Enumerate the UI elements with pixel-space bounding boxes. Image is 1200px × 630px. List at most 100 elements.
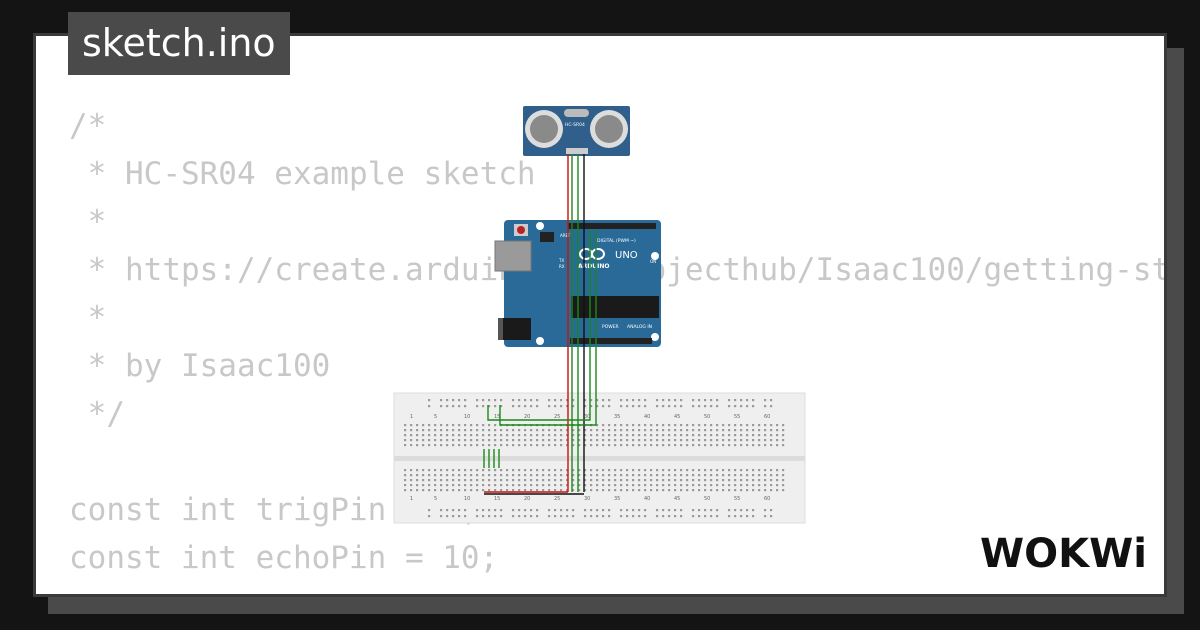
sensor-label: HC-SR04: [565, 122, 585, 128]
breadboard-hole: [782, 479, 785, 482]
breadboard-hole: [476, 474, 479, 477]
wires[interactable]: [483, 154, 597, 495]
breadboard-hole: [416, 484, 419, 487]
wire-pin9[interactable]: [487, 230, 591, 421]
breadboard-hole: [674, 439, 677, 442]
breadboard-hole: [464, 479, 467, 482]
breadboard-hole: [560, 405, 563, 408]
breadboard-hole: [488, 444, 491, 447]
breadboard-hole: [512, 405, 515, 408]
breadboard-hole: [686, 439, 689, 442]
breadboard-hole: [632, 444, 635, 447]
breadboard-hole: [782, 424, 785, 427]
breadboard-hole: [770, 489, 773, 492]
breadboard-hole: [668, 479, 671, 482]
breadboard-hole: [704, 469, 707, 472]
power-jack: [498, 318, 531, 340]
breadboard-hole: [476, 469, 479, 472]
breadboard-hole: [554, 405, 557, 408]
breadboard-hole: [716, 429, 719, 432]
breadboard-hole: [548, 434, 551, 437]
breadboard-hole: [548, 515, 551, 518]
breadboard-hole: [530, 509, 533, 512]
breadboard-hole: [476, 509, 479, 512]
breadboard-hole: [662, 399, 665, 402]
wire-pin10[interactable]: [499, 230, 597, 426]
breadboard-hole: [620, 469, 623, 472]
breadboard-hole: [608, 434, 611, 437]
breadboard-hole: [566, 399, 569, 402]
breadboard-hole: [728, 434, 731, 437]
breadboard-hole: [638, 515, 641, 518]
column-number: 15: [494, 496, 500, 502]
breadboard-hole: [500, 399, 503, 402]
breadboard-hole: [674, 479, 677, 482]
breadboard-hole: [764, 469, 767, 472]
breadboard-hole: [596, 429, 599, 432]
breadboard-hole: [464, 405, 467, 408]
breadboard-hole: [590, 484, 593, 487]
breadboard-hole: [734, 429, 737, 432]
mount-hole: [651, 333, 659, 341]
breadboard-hole: [452, 439, 455, 442]
breadboard-hole: [770, 405, 773, 408]
code-line: *: [69, 300, 107, 336]
breadboard-hole: [776, 469, 779, 472]
breadboard-hole: [482, 439, 485, 442]
breadboard-hole: [704, 405, 707, 408]
breadboard-hole: [488, 509, 491, 512]
breadboard-hole: [602, 434, 605, 437]
breadboard-hole: [650, 429, 653, 432]
breadboard-hole: [596, 484, 599, 487]
breadboard-hole: [764, 405, 767, 408]
breadboard-hole: [518, 434, 521, 437]
breadboard-hole: [434, 444, 437, 447]
breadboard-hole: [620, 444, 623, 447]
breadboard-hole: [512, 509, 515, 512]
breadboard-hole: [464, 515, 467, 518]
breadboard-hole: [512, 429, 515, 432]
tx-label: TX: [558, 258, 564, 263]
breadboard-hole: [464, 434, 467, 437]
breadboard-hole: [740, 469, 743, 472]
column-number: 50: [704, 414, 710, 420]
breadboard-hole: [656, 405, 659, 408]
on-label: ON: [650, 259, 656, 264]
breadboard-hole: [428, 424, 431, 427]
breadboard-hole: [536, 515, 539, 518]
breadboard-hole: [590, 429, 593, 432]
breadboard-hole: [770, 474, 773, 477]
breadboard-hole: [692, 515, 695, 518]
breadboard-hole: [554, 399, 557, 402]
breadboard-hole: [488, 429, 491, 432]
breadboard-hole: [584, 479, 587, 482]
breadboard-hole: [542, 479, 545, 482]
breadboard-hole: [752, 399, 755, 402]
breadboard-hole: [482, 509, 485, 512]
reset-button[interactable]: [517, 226, 525, 234]
breadboard-hole: [560, 474, 563, 477]
breadboard-hole: [578, 439, 581, 442]
breadboard-hole: [572, 405, 575, 408]
breadboard-hole: [668, 424, 671, 427]
code-line: * by Isaac100: [69, 348, 331, 384]
breadboard-hole: [668, 444, 671, 447]
breadboard-hole: [572, 489, 575, 492]
breadboard-hole: [632, 399, 635, 402]
breadboard-hole: [626, 474, 629, 477]
breadboard-hole: [674, 484, 677, 487]
breadboard-hole: [488, 489, 491, 492]
breadboard-hole: [626, 429, 629, 432]
file-title[interactable]: sketch.ino: [68, 12, 290, 75]
breadboard-hole: [716, 439, 719, 442]
breadboard-hole: [776, 474, 779, 477]
breadboard-hole: [632, 405, 635, 408]
breadboard-hole: [602, 474, 605, 477]
breadboard[interactable]: 1 5 10 15 20 25 30 35 40 45 50 55 60 1 5…: [393, 392, 806, 524]
arduino-uno[interactable]: UNO ARDUINO DIGITAL (PWM ~) POWER ANALOG…: [494, 220, 661, 347]
hc-sr04-sensor[interactable]: HC-SR04: [523, 106, 630, 156]
breadboard-hole: [548, 479, 551, 482]
breadboard-hole: [746, 439, 749, 442]
breadboard-hole: [422, 479, 425, 482]
